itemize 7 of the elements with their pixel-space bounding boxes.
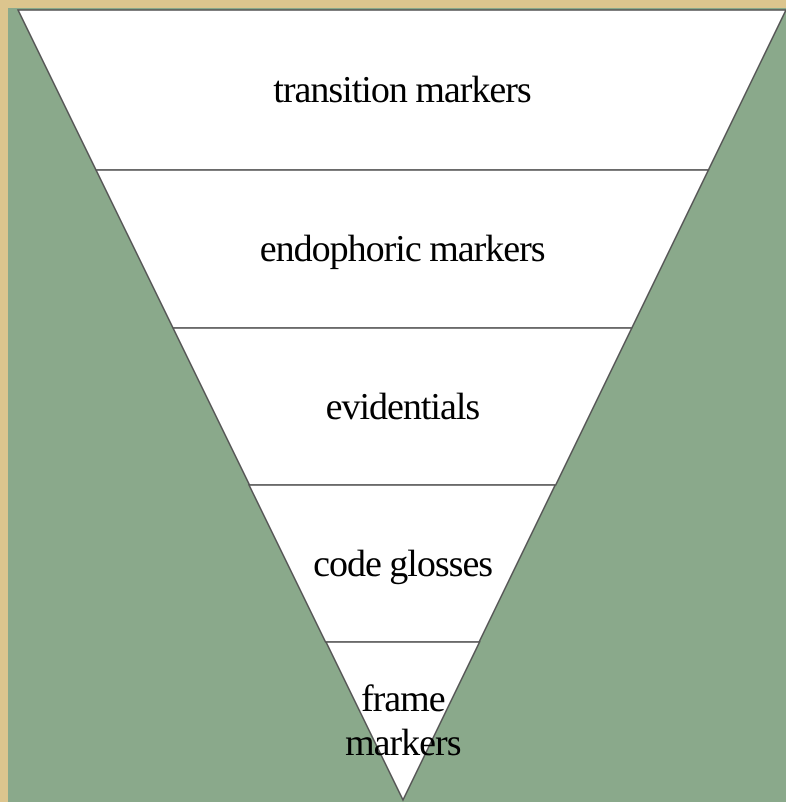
pyramid-band xyxy=(172,328,632,485)
band-label: evidentials xyxy=(326,384,480,428)
pyramid-band xyxy=(96,170,708,328)
band-label: endophoric markers xyxy=(260,227,545,271)
band-label: transition markers xyxy=(273,68,531,112)
band-label: code glosses xyxy=(313,542,492,586)
pyramid-band xyxy=(249,485,556,642)
